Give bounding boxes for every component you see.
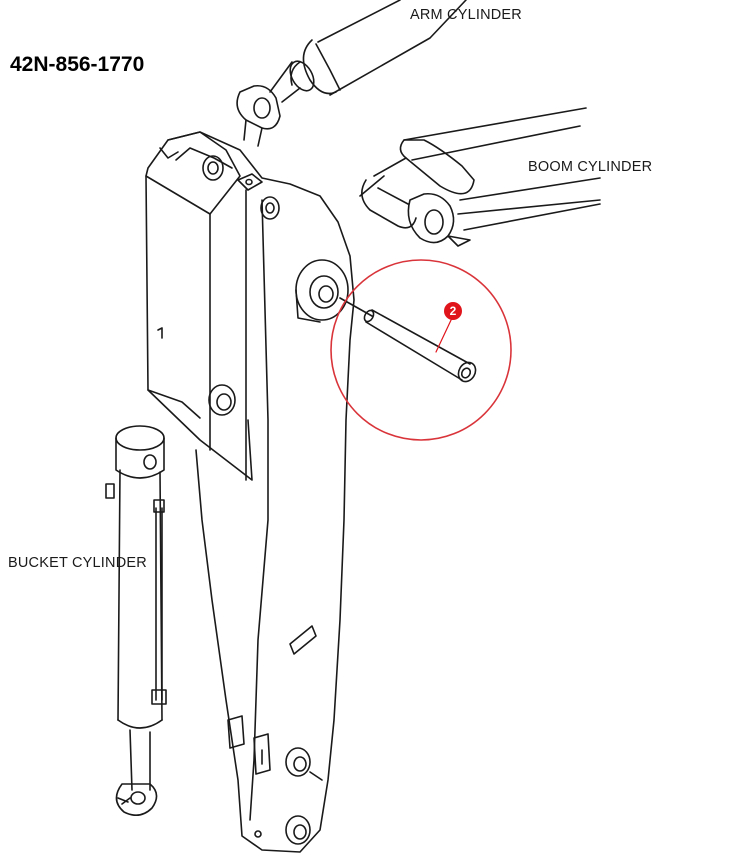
bucket-cylinder-label: BUCKET CYLINDER [8,555,147,571]
boom-cylinder-label: BOOM CYLINDER [528,159,653,175]
part-number: 42N-856-1770 [10,53,145,76]
callout-circle [330,259,512,441]
arm-cylinder-drawing [236,0,467,147]
callout-leader [435,317,453,353]
arm-cylinder-label: ARM CYLINDER [410,7,522,23]
boom-cylinder-drawing [359,107,601,247]
callout-highlight [330,259,512,441]
bucket-cylinder-drawing [105,425,167,816]
callout-number-badge: 2 [444,302,462,320]
arm-body-drawing [145,131,355,853]
